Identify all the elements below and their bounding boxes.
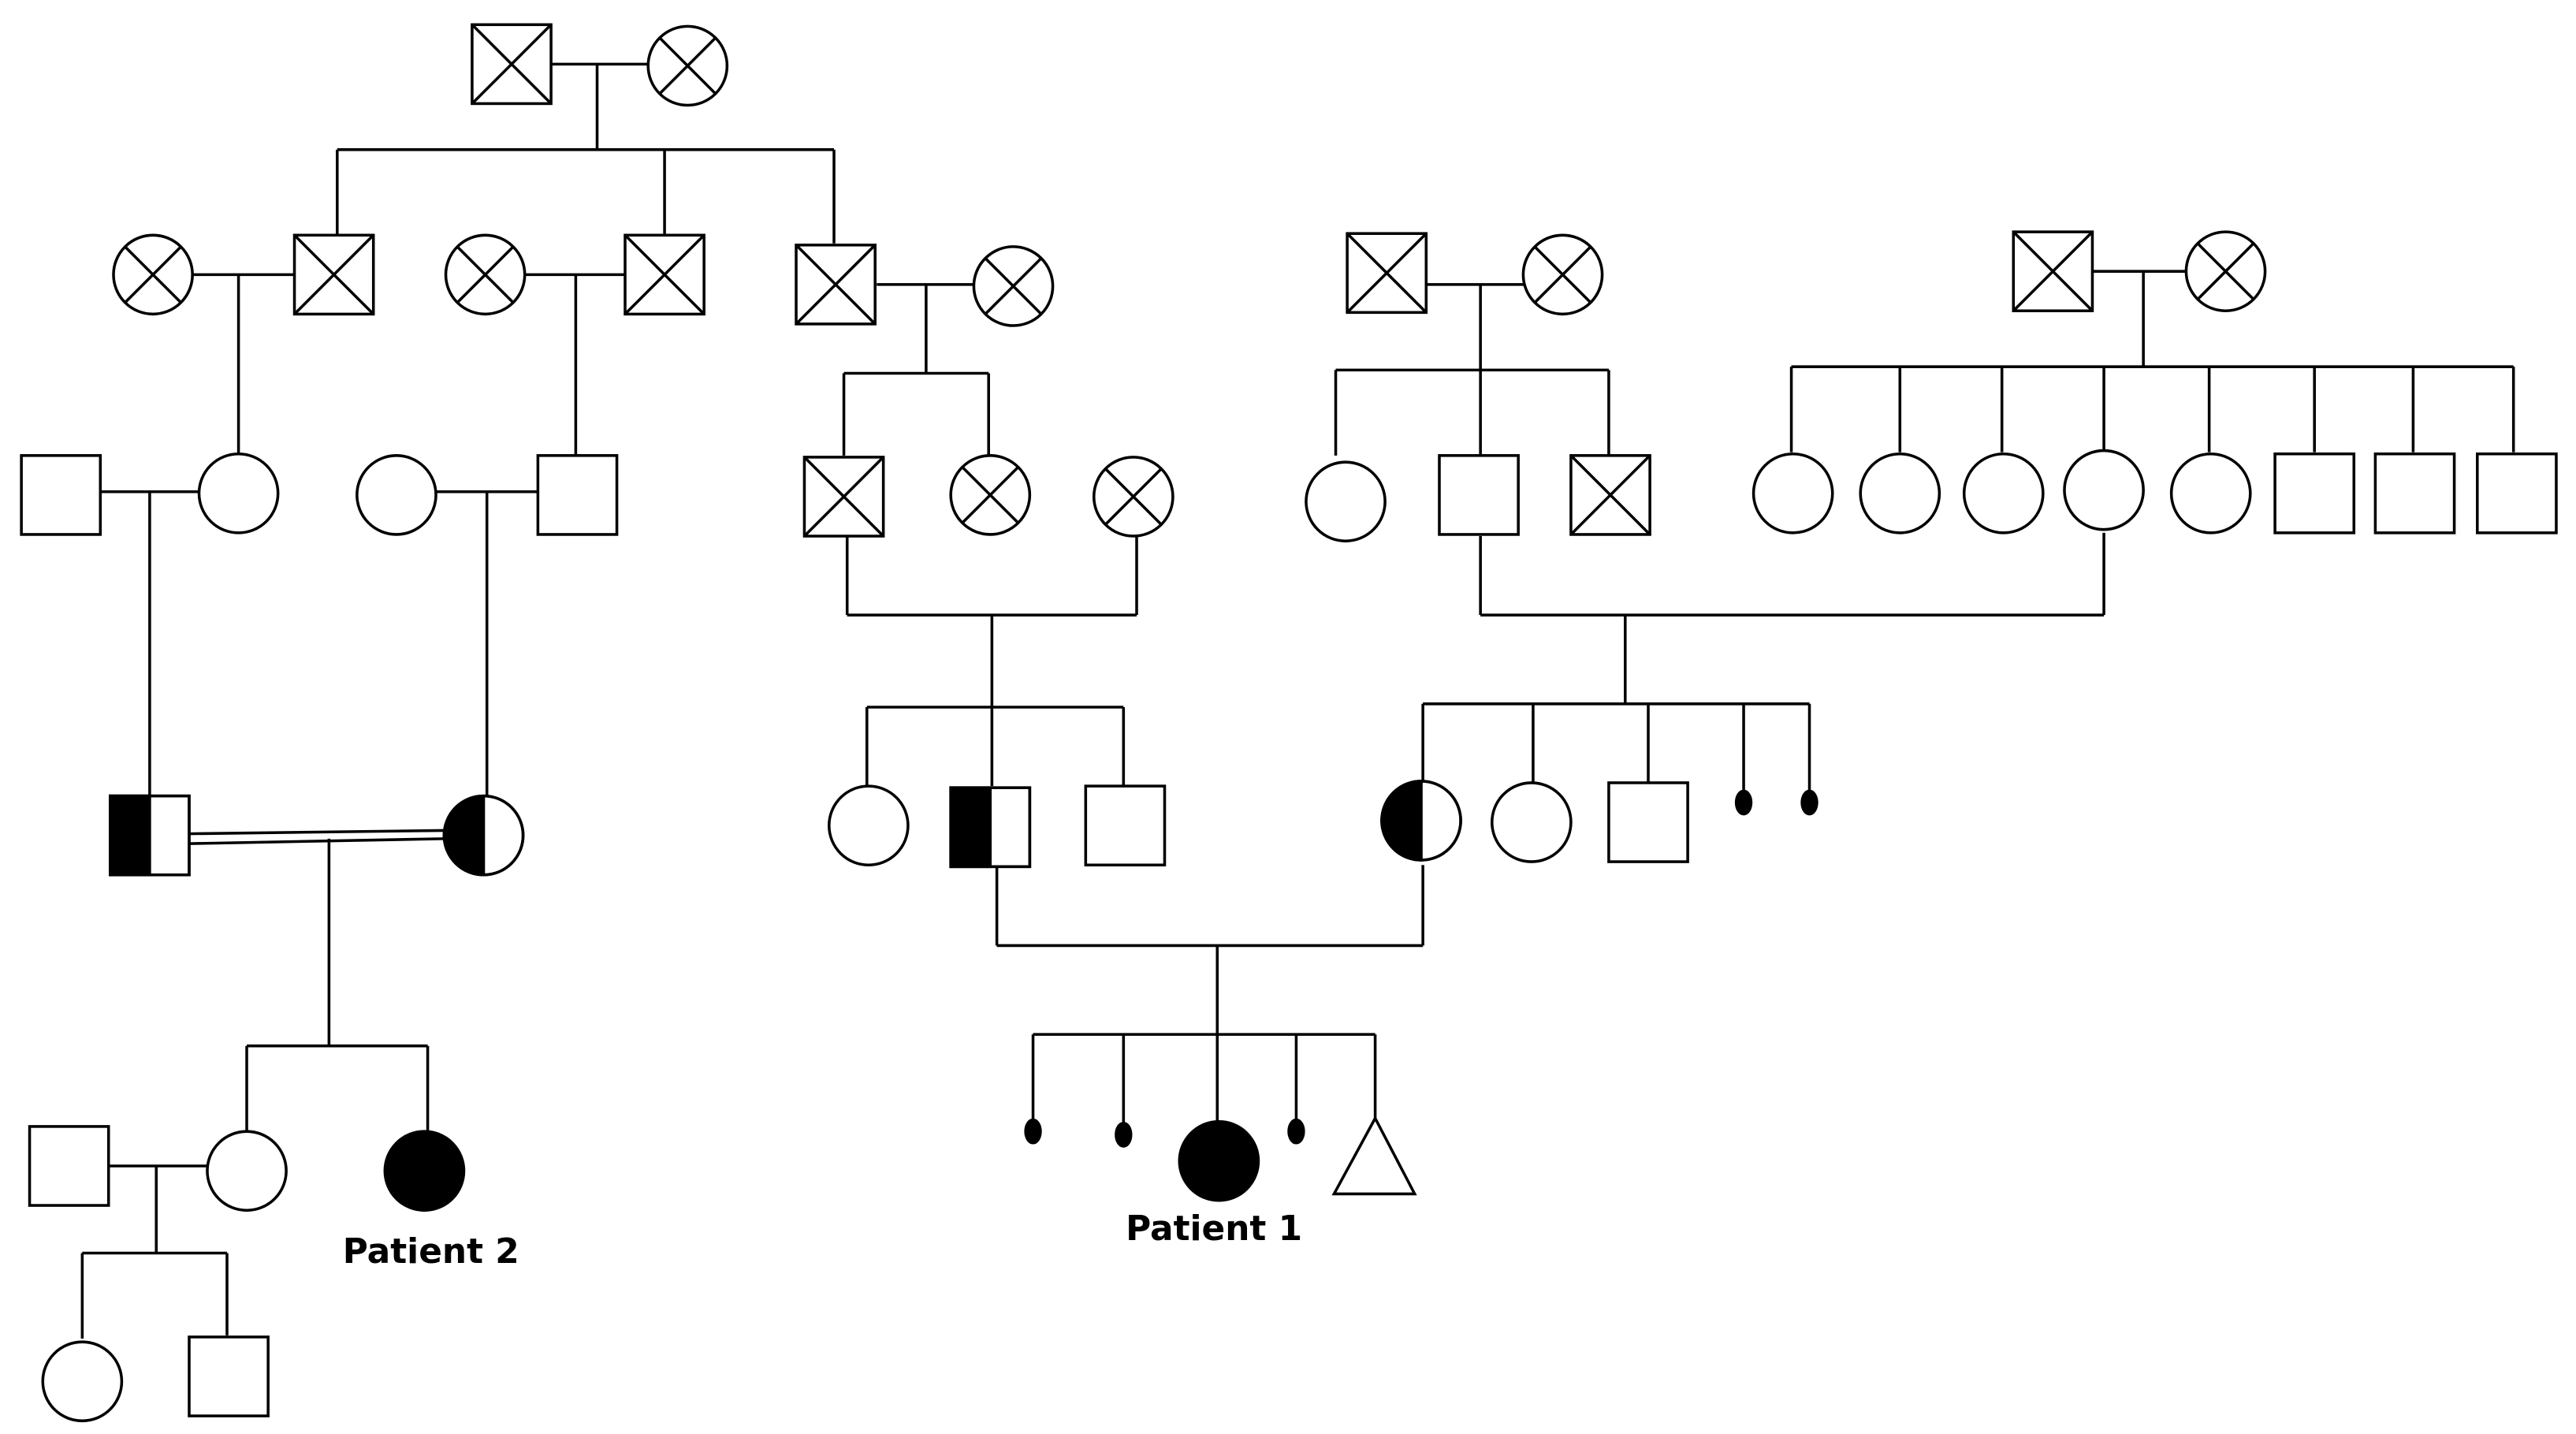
male-deceased-symbol: [471, 23, 553, 106]
female-deceased-symbol: [1092, 456, 1174, 538]
male-unaffected-symbol: [2373, 452, 2456, 534]
male-deceased-symbol: [1346, 232, 1428, 315]
consanguineous-line-upper: [188, 829, 445, 836]
pregnancy-triangle-symbol: [1331, 1115, 1417, 1196]
male-unaffected-symbol: [20, 454, 102, 536]
patient-1-label: Patient 1: [1126, 1209, 1302, 1249]
female-unaffected-symbol: [206, 1130, 288, 1212]
male-deceased-symbol: [2012, 230, 2094, 313]
male-unaffected-symbol: [188, 1335, 270, 1417]
female-unaffected-symbol: [356, 454, 437, 536]
female-unaffected-symbol: [1490, 781, 1573, 863]
male-deceased-symbol: [292, 233, 375, 316]
male-deceased-symbol: [795, 244, 877, 326]
miscarriage-symbol: [1800, 789, 1818, 816]
male-unaffected-symbol: [1084, 784, 1167, 867]
male-deceased-symbol: [1569, 454, 1651, 536]
female-unaffected-symbol: [2063, 449, 2145, 531]
male-unaffected-symbol: [536, 454, 619, 536]
female-deceased-symbol: [949, 454, 1032, 536]
female-carrier-symbol: [442, 794, 525, 877]
male-unaffected-symbol: [1438, 454, 1520, 536]
female-carrier-symbol: [1380, 780, 1462, 862]
female-affected-symbol: [1178, 1119, 1260, 1202]
male-carrier-symbol: [949, 786, 1032, 869]
female-unaffected-symbol: [1859, 452, 1941, 534]
consanguineous-line-lower: [188, 837, 445, 845]
pedigree-lines: [61, 62, 2515, 1339]
miscarriage-symbol: [1734, 789, 1753, 816]
male-unaffected-symbol: [2273, 452, 2356, 534]
female-deceased-symbol: [444, 233, 527, 316]
female-unaffected-symbol: [1751, 452, 1834, 534]
female-unaffected-symbol: [2169, 452, 2252, 534]
male-deceased-symbol: [802, 456, 885, 538]
female-affected-symbol: [383, 1130, 466, 1212]
miscarriage-symbol: [1287, 1118, 1305, 1145]
female-unaffected-symbol: [827, 784, 910, 867]
male-unaffected-symbol: [2476, 452, 2558, 534]
female-unaffected-symbol: [1962, 452, 2045, 534]
male-unaffected-symbol: [28, 1125, 110, 1207]
female-unaffected-symbol: [197, 452, 280, 534]
male-unaffected-symbol: [1607, 781, 1689, 863]
female-unaffected-symbol: [1305, 460, 1387, 543]
patient-2-label: Patient 2: [343, 1231, 519, 1272]
female-unaffected-symbol: [41, 1340, 124, 1423]
miscarriage-symbol: [1115, 1121, 1133, 1148]
male-carrier-symbol: [109, 794, 191, 877]
pedigree-symbols: [20, 23, 2558, 1423]
female-deceased-symbol: [2184, 230, 2267, 313]
female-deceased-symbol: [112, 233, 194, 316]
female-deceased-symbol: [1521, 233, 1604, 316]
female-deceased-symbol: [646, 24, 729, 107]
miscarriage-symbol: [1024, 1118, 1042, 1145]
female-deceased-symbol: [972, 245, 1055, 327]
male-deceased-symbol: [624, 233, 705, 316]
